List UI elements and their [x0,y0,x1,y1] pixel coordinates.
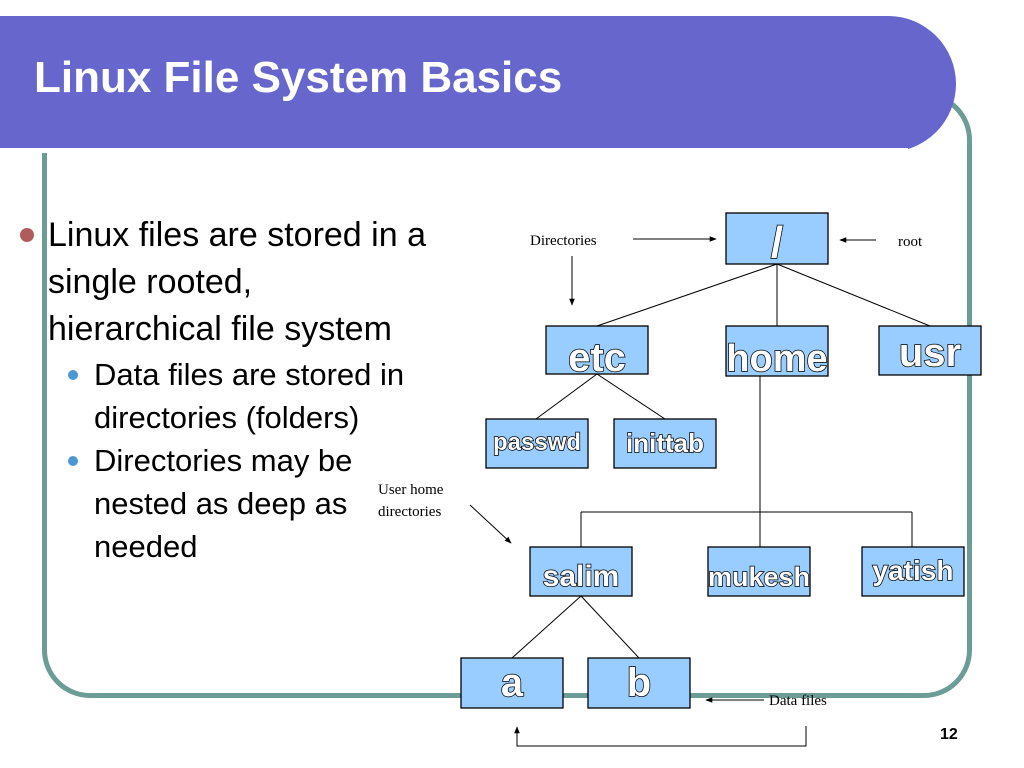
node-a-label: a [501,661,524,705]
title-underline [0,148,908,153]
node-salim-box [529,546,633,597]
node-salim-label: salim [543,560,620,593]
node-usr: usr [878,325,982,376]
node-yatish-box [861,546,965,597]
annotations: Directories root User home directories D… [378,233,923,747]
node-etc-box [545,325,649,375]
bullet-text: Linux files are stored in a single roote… [48,216,426,348]
tree-edges [511,263,931,659]
annotation-data-files: Data files [769,693,827,709]
slide-title: Linux File System Basics [34,53,563,102]
sub-bullet-item: Data files are stored in directories (fo… [20,353,430,439]
node-a: a [460,657,564,709]
node-root-label: / [771,218,783,267]
edge-salim-a [511,595,582,659]
annotation-root: root [898,234,923,250]
node-passwd-box [485,418,589,469]
node-home-label: home [726,338,827,380]
page-number: 12 [940,726,958,743]
bullet-item: Linux files are stored in a single roote… [20,212,430,353]
edge-etc-passwd [535,373,598,420]
node-salim: salim [529,546,633,597]
node-etc-label: etc [568,336,626,380]
node-etc: etc [545,325,649,381]
arrow-user-home [469,504,512,544]
sub-bullet-dot-icon [68,370,78,380]
node-usr-label: usr [899,331,961,375]
node-root: / [725,212,829,268]
node-passwd-label: passwd [493,429,581,456]
sub-bullet-text: Directories may be nested as deep as nee… [94,443,353,564]
edge-etc-inittab [596,373,666,420]
node-home-box [725,325,829,377]
node-b-box [587,657,691,709]
node-inittab-label: inittab [626,428,704,458]
sub-bullet-text: Data files are stored in directories (fo… [94,357,405,435]
arrow-data-files-bracket [514,726,807,747]
node-yatish-label: yatish [873,555,954,586]
annotation-user-home-1: User home [378,482,444,498]
sub-bullet-dot-icon [68,456,78,466]
edge-root-etc [596,263,778,327]
node-b: b [587,657,691,709]
node-a-box [460,657,564,709]
slide-frame [42,92,972,698]
node-usr-box [878,325,982,376]
title-bar [0,16,956,153]
node-mukesh-label: mukesh [708,562,810,592]
node-root-box [725,212,829,265]
node-home: home [725,325,829,381]
node-b-label: b [627,661,651,705]
node-passwd: passwd [485,418,589,469]
node-yatish: yatish [861,546,965,597]
bullet-list: Linux files are stored in a single roote… [20,212,430,568]
annotation-directories: Directories [530,233,597,249]
node-mukesh: mukesh [707,546,811,597]
node-inittab: inittab [613,418,717,469]
sub-bullet-item: Directories may be nested as deep as nee… [20,439,430,568]
bullet-dot-icon [20,228,34,242]
edge-salim-b [580,595,640,659]
annotation-user-home-2: directories [378,504,441,520]
edge-root-usr [776,263,931,327]
node-mukesh-box [707,546,811,597]
node-inittab-box [613,418,717,469]
